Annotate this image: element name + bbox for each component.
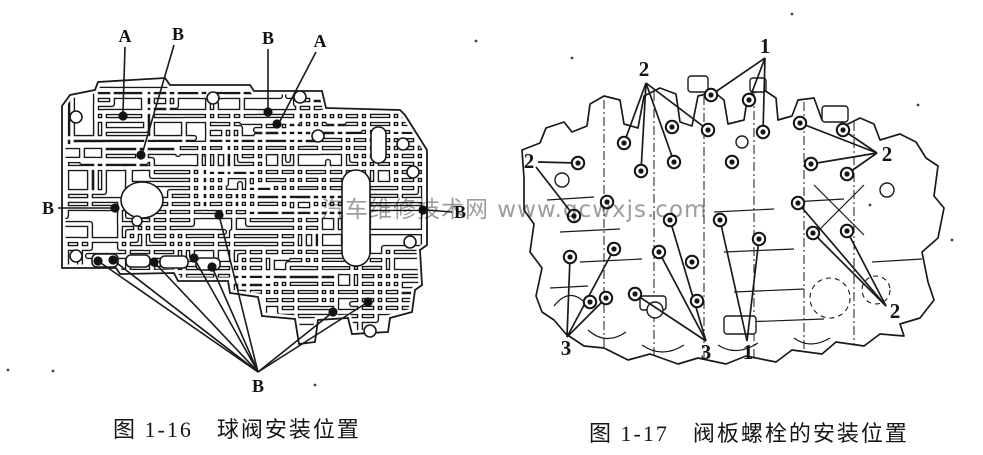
valve-body <box>521 75 945 365</box>
hidden-circles <box>809 275 891 319</box>
label-b-left: B <box>42 198 54 218</box>
label-b-right: B <box>454 202 466 222</box>
figure-1-16-labels: A B B A B B B <box>42 24 466 396</box>
label-1-bottom: 1 <box>743 340 754 364</box>
figure-1-17-caption: 图 1-17 阀板螺栓的安装位置 <box>589 421 909 446</box>
label-3-middle: 3 <box>701 340 712 364</box>
label-b-bottom: B <box>252 376 264 396</box>
label-2-top-left: 2 <box>639 57 650 81</box>
label-1-top: 1 <box>760 34 771 58</box>
leader-lines <box>58 44 453 213</box>
valve-plate-bolts <box>562 87 855 310</box>
label-2-left: 2 <box>524 149 535 173</box>
scan-specks <box>570 12 954 242</box>
label-b-top-right: B <box>262 28 274 48</box>
ball-valve-dots <box>93 107 428 317</box>
figure-1-16-caption: 图 1-16 球阀安装位置 <box>113 417 361 442</box>
scan-specks <box>6 39 478 387</box>
label-a-top-left: A <box>119 26 132 46</box>
figure-1-16-drawing: A B B A B B B <box>6 24 478 396</box>
ball-valve-fan-lines <box>97 214 369 373</box>
label-b-top-left: B <box>172 24 184 44</box>
figure-1-17-drawing: 1 2 2 2 2 3 3 1 <box>521 12 954 365</box>
label-a-top-right: A <box>314 31 327 51</box>
label-2-right: 2 <box>882 142 893 166</box>
label-3-left: 3 <box>561 336 572 360</box>
plate-holes <box>69 90 420 338</box>
center-lines <box>603 92 855 362</box>
figure-1-17-labels: 1 2 2 2 2 3 3 1 <box>524 34 901 364</box>
label-2-bottom-right: 2 <box>890 299 901 323</box>
